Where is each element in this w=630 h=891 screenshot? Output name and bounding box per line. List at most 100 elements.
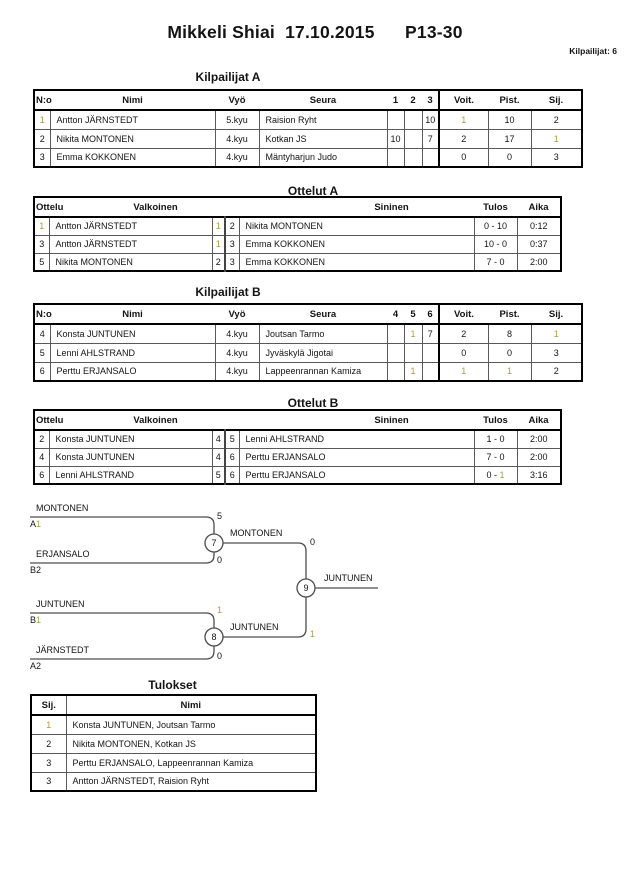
cell-score <box>386 147 405 168</box>
matches-a-table: Ottelu Valkoinen Sininen Tulos Aika 1 An… <box>33 196 562 272</box>
table-row: 1 Antton JÄRNSTEDT 1 2 Nikita MONTONEN 0… <box>33 216 562 236</box>
cell-club: Kotkan JS <box>258 128 388 149</box>
cell-club: Lappeenrannan Kamiza <box>258 361 388 382</box>
table-row: 5 Lenni AHLSTRAND 4.kyu Jyväskylä Jigota… <box>33 342 583 363</box>
bracket-lines <box>30 516 378 660</box>
cell-white-number: 5 <box>211 465 226 485</box>
cell-time: 3:16 <box>516 465 562 485</box>
cell-score <box>386 323 405 344</box>
cell-points: 1 <box>487 361 532 382</box>
cell-belt: 4.kyu <box>214 361 260 382</box>
cell-result: 7 - 0 <box>473 252 518 272</box>
cell-name: Lenni AHLSTRAND <box>49 342 216 363</box>
results-heading: Tulokset <box>148 678 197 692</box>
header-row: Ottelu Valkoinen Sininen Tulos Aika <box>34 410 561 431</box>
cell-time: 0:37 <box>516 234 562 254</box>
matches-b-heading: Ottelut B <box>287 396 339 410</box>
bracket-player-name: JÄRNSTEDT <box>36 645 90 655</box>
cell-wins: 1 <box>438 109 489 130</box>
header-row: Ottelu Valkoinen Sininen Tulos Aika <box>34 197 561 218</box>
col-header: Voit. <box>438 304 488 325</box>
page-title: Mikkeli Shiai 17.10.2015 P13-30 <box>167 22 463 42</box>
bracket-score: 0 <box>217 651 223 661</box>
col-header: Sij. <box>531 90 582 111</box>
cell-match-number: 1 <box>33 216 50 236</box>
table-row: 2 Nikita MONTONEN 4.kyu Kotkan JS 10 7 2… <box>33 128 583 149</box>
cell-score: 1 <box>403 323 423 344</box>
cell-white-name: Konsta JUNTUNEN <box>48 429 213 449</box>
cell-white-number: 1 <box>211 216 226 236</box>
cell-result: 7 - 0 <box>473 447 518 467</box>
col-header: Sininen <box>239 197 474 218</box>
bracket-player-name: ERJANSALO <box>36 549 90 559</box>
cell-place: 3 <box>30 752 67 773</box>
cell-score <box>403 147 423 168</box>
header-row: N:o Nimi Vyö Seura 4 5 6 Voit. Pist. Sij… <box>34 304 582 325</box>
cell-match-number: 3 <box>33 234 50 254</box>
col-header <box>212 197 225 218</box>
cell-blue-name: Nikita MONTONEN <box>238 216 475 236</box>
cell-wins: 0 <box>438 147 489 168</box>
header-row: Sij. Nimi <box>31 695 316 716</box>
cell-score <box>386 342 405 363</box>
cell-place: 3 <box>30 771 67 792</box>
col-header: 1 <box>387 90 404 111</box>
bracket-score: 1 <box>310 629 316 639</box>
bracket-seed: A2 <box>30 661 42 671</box>
cell-number: 4 <box>33 323 51 344</box>
col-header: N:o <box>34 304 52 325</box>
cell-name-club: Perttu ERJANSALO, Lappeenrannan Kamiza <box>65 752 317 773</box>
cell-blue-name: Perttu ERJANSALO <box>238 465 475 485</box>
cell-wins: 2 <box>438 128 489 149</box>
col-header: Sij. <box>531 304 582 325</box>
cell-blue-name: Emma KOKKONEN <box>238 252 475 272</box>
cell-club: Jyväskylä Jigotai <box>258 342 388 363</box>
col-header: 6 <box>422 304 439 325</box>
table-row: 2 Nikita MONTONEN, Kotkan JS <box>30 733 317 754</box>
competitor-count-label: Kilpailijat: 6 <box>569 46 617 56</box>
cell-blue-name: Emma KOKKONEN <box>238 234 475 254</box>
cell-score <box>421 342 440 363</box>
cell-name-club: Konsta JUNTUNEN, Joutsan Tarmo <box>65 714 317 735</box>
cell-number: 3 <box>33 147 51 168</box>
cell-white-name: Konsta JUNTUNEN <box>48 447 213 467</box>
cell-name-club: Antton JÄRNSTEDT, Raision Ryht <box>65 771 317 792</box>
bracket-score: 1 <box>217 605 223 615</box>
cell-name: Antton JÄRNSTEDT <box>49 109 216 130</box>
cell-number: 2 <box>33 128 51 149</box>
cell-time: 2:00 <box>516 252 562 272</box>
pool-b-heading: Kilpailijat B <box>195 285 261 299</box>
cell-blue-number: 5 <box>224 429 240 449</box>
cell-result: 1 - 0 <box>473 429 518 449</box>
results-table: Sij. Nimi 1 Konsta JUNTUNEN, Joutsan Tar… <box>30 694 317 792</box>
cell-wins: 2 <box>438 323 489 344</box>
table-row: 4 Konsta JUNTUNEN 4.kyu Joutsan Tarmo 1 … <box>33 323 583 344</box>
bracket-score: 5 <box>217 511 223 521</box>
cell-place: 3 <box>530 342 583 363</box>
cell-club: Joutsan Tarmo <box>258 323 388 344</box>
cell-wins: 0 <box>438 342 489 363</box>
match-circle <box>204 533 224 553</box>
cell-score <box>386 109 405 130</box>
cell-white-number: 4 <box>211 447 226 467</box>
cell-place: 1 <box>30 714 67 735</box>
table-row: 3 Perttu ERJANSALO, Lappeenrannan Kamiza <box>30 752 317 773</box>
cell-belt: 4.kyu <box>214 147 260 168</box>
cell-club: Raision Ryht <box>258 109 388 130</box>
bracket-match-number: 7 <box>211 538 217 548</box>
bracket-match-number: 8 <box>211 632 217 642</box>
cell-place: 2 <box>530 361 583 382</box>
table-row: 3 Antton JÄRNSTEDT 1 3 Emma KOKKONEN 10 … <box>33 234 562 254</box>
bracket-player-name: MONTONEN <box>36 503 89 513</box>
cell-place: 2 <box>530 109 583 130</box>
table-row: 1 Konsta JUNTUNEN, Joutsan Tarmo <box>30 714 317 735</box>
col-header: 4 <box>387 304 404 325</box>
cell-blue-number: 6 <box>224 465 240 485</box>
cell-name: Nikita MONTONEN <box>49 128 216 149</box>
cell-place: 1 <box>530 323 583 344</box>
cell-number: 6 <box>33 361 51 382</box>
cell-score: 7 <box>421 323 440 344</box>
cell-white-name: Antton JÄRNSTEDT <box>48 216 213 236</box>
cell-place: 2 <box>30 733 67 754</box>
